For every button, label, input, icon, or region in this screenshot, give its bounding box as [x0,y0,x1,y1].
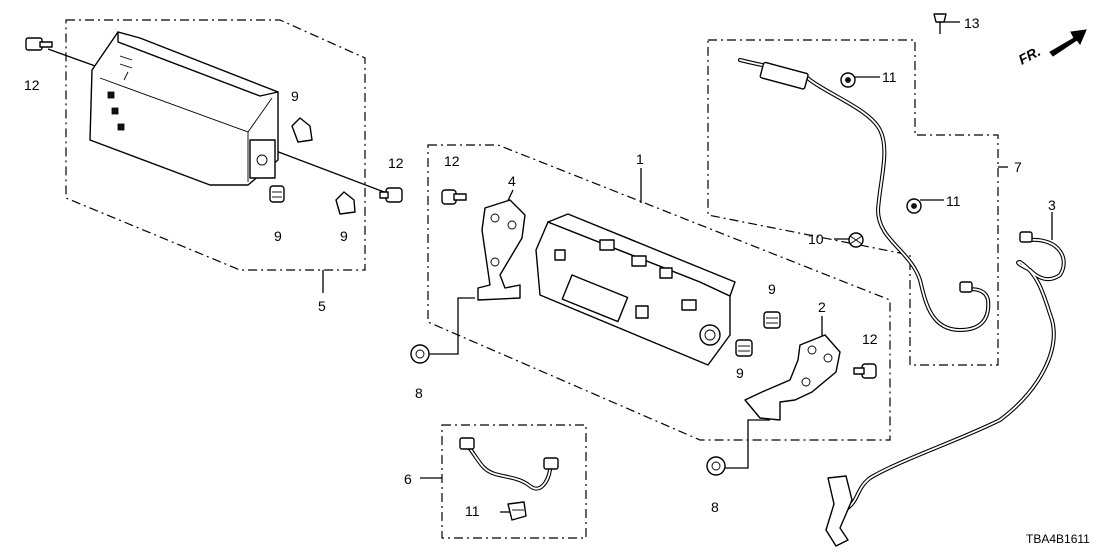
callout-3: 3 [1048,197,1056,213]
screw-13[interactable] [933,13,947,34]
callout-7: 7 [1014,159,1022,175]
callout-labels: 1 2 3 4 5 6 7 8 8 9 9 9 9 9 10 11 11 11 … [24,15,1056,519]
clip-9-right[interactable] [335,191,356,215]
callout-9-top: 9 [291,88,299,104]
antenna-cable[interactable] [738,58,991,332]
bolt-12-audio-right[interactable] [853,363,877,379]
group-box-audio-unit [427,144,891,441]
front-direction-label: FR. [1016,43,1043,68]
bolt-12-audio-left[interactable] [441,189,467,205]
callout-11-harness: 11 [465,503,480,519]
clip-9-audio-lower[interactable] [735,339,753,357]
front-direction-indicator: FR. [1016,29,1087,68]
callout-9-audio-lower: 9 [736,365,744,381]
clip-9-audio-upper[interactable] [763,311,781,329]
display-unit[interactable] [89,31,279,186]
group-box-wire-harness [441,424,587,539]
clip-10[interactable] [848,232,864,248]
callout-8-right: 8 [711,499,719,515]
callout-12-audio-left: 12 [444,153,460,169]
bolt-12-top-left[interactable] [25,37,53,51]
clip-9-top[interactable] [291,117,313,143]
clip-9-left[interactable] [269,185,285,203]
clip-11-antenna-mid[interactable] [906,198,922,214]
audio-unit[interactable] [535,213,736,366]
callout-8-left: 8 [415,385,423,401]
diagram-code: TBA4B1611 [1026,532,1090,546]
callout-9-audio-upper: 9 [768,281,776,297]
callout-13: 13 [964,15,980,31]
callout-5: 5 [318,298,326,314]
callout-12-top-left: 12 [24,77,40,93]
group-box-display-assembly [65,19,366,271]
bolt-8-left[interactable] [410,344,430,364]
callout-11-antenna-mid: 11 [946,193,961,209]
callout-4: 4 [508,173,516,189]
callout-11-antenna-top: 11 [882,69,897,85]
bolt-8-right[interactable] [706,456,726,476]
callout-9-left: 9 [274,228,282,244]
callout-12-audio-right: 12 [862,331,878,347]
front-arrow-icon [1049,29,1087,57]
callout-9-right: 9 [340,228,348,244]
cable-harness-short[interactable] [459,437,559,491]
callout-1: 1 [636,151,644,167]
clip-11-antenna-top[interactable] [840,72,856,88]
callout-6: 6 [404,471,412,487]
bracket-right[interactable] [744,334,841,421]
group-box-antenna-cable [707,39,999,366]
bolt-12-display[interactable] [379,187,403,203]
callout-12-display: 12 [388,155,404,171]
callout-10: 10 [808,231,824,247]
bracket-left[interactable] [477,199,526,301]
clip-11-harness[interactable] [507,501,527,521]
callout-2: 2 [818,299,826,315]
cable-harness-long[interactable] [825,231,1066,547]
